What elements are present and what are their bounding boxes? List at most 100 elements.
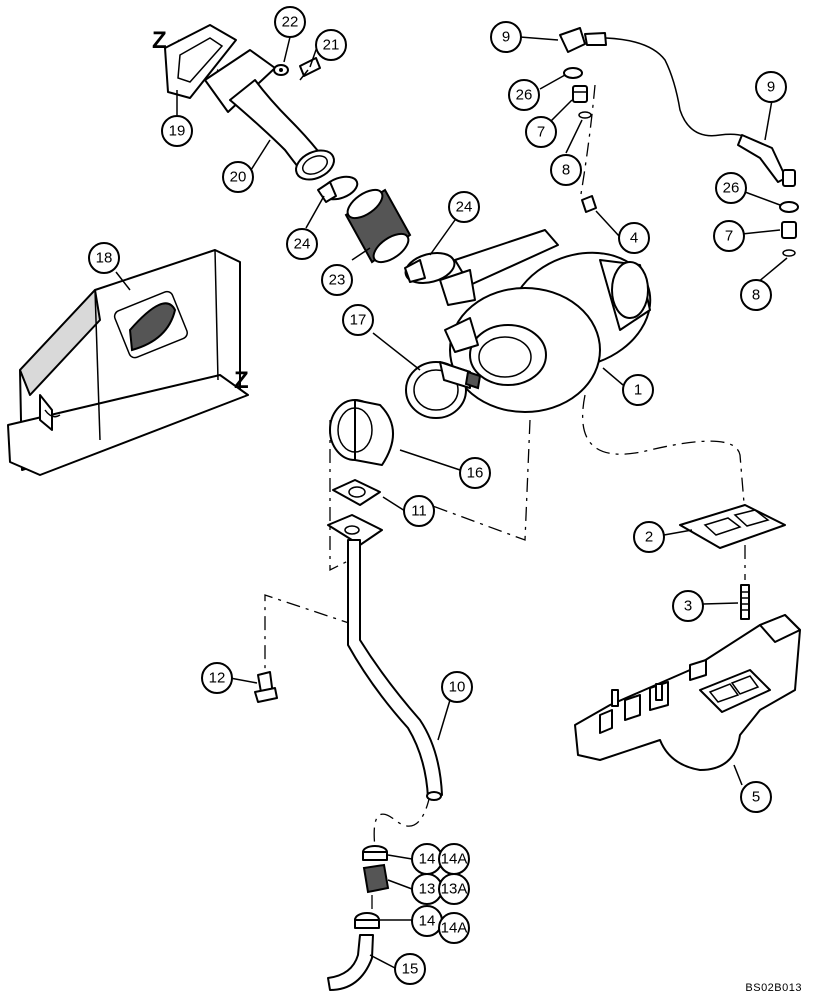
callout-24-right: 24: [448, 191, 480, 223]
vband-clamp-part: [405, 361, 482, 419]
svg-text:20: 20: [230, 169, 247, 186]
callout-9-left: 9: [490, 21, 522, 53]
fitting-7-right-part: [781, 221, 797, 239]
bolt-12-part: [254, 671, 278, 703]
callout-8-left: 8: [550, 154, 582, 186]
callout-16: 16: [459, 457, 491, 489]
section-marker-z-bottom: Z: [234, 367, 249, 394]
callout-14-lower: 14: [411, 905, 443, 937]
callout-18: 18: [88, 242, 120, 274]
oring-8-right-part: [782, 249, 796, 257]
callout-3: 3: [672, 590, 704, 622]
svg-text:26: 26: [516, 87, 533, 104]
svg-text:23: 23: [329, 272, 346, 289]
elbow-15-part: [327, 934, 374, 991]
svg-text:3: 3: [684, 598, 692, 615]
callout-9-right: 9: [755, 71, 787, 103]
callout-19: 19: [161, 115, 193, 147]
callout-1: 1: [622, 374, 654, 406]
callout-5: 5: [740, 781, 772, 813]
washer-26-right-part: [779, 201, 799, 213]
washer-26-left-part: [563, 67, 583, 79]
callout-15: 15: [394, 953, 426, 985]
callout-13: 13: [411, 873, 443, 905]
clamp-14-lower-part: [354, 912, 380, 929]
hose-23-part: [344, 188, 412, 264]
oring-8-left-part: [578, 111, 592, 119]
callout-7-left: 7: [525, 116, 557, 148]
section-marker-z-top: Z: [152, 27, 167, 54]
svg-text:14A: 14A: [441, 851, 468, 868]
svg-text:1: 1: [634, 382, 642, 399]
svg-text:14: 14: [419, 851, 436, 868]
svg-text:14: 14: [419, 913, 436, 930]
elbow-tube-part: [204, 49, 335, 181]
svg-text:5: 5: [752, 789, 760, 806]
callout-2: 2: [633, 521, 665, 553]
svg-text:7: 7: [537, 124, 545, 141]
svg-text:24: 24: [294, 236, 311, 253]
svg-text:7: 7: [725, 228, 733, 245]
callout-13A: 13A: [438, 873, 470, 905]
svg-text:10: 10: [449, 679, 466, 696]
svg-text:15: 15: [402, 961, 419, 978]
svg-text:17: 17: [350, 312, 367, 329]
gasket-19-part: [164, 24, 237, 99]
svg-text:8: 8: [562, 162, 570, 179]
callout-21: 21: [315, 29, 347, 61]
svg-text:22: 22: [282, 14, 299, 31]
callout-11: 11: [403, 495, 435, 527]
svg-text:21: 21: [323, 37, 340, 54]
svg-text:4: 4: [630, 230, 638, 247]
svg-text:9: 9: [767, 79, 775, 96]
clamp-24-upper-part: [317, 175, 359, 203]
sleeve-part: [329, 399, 394, 466]
svg-text:26: 26: [723, 180, 740, 197]
svg-text:18: 18: [96, 250, 113, 267]
svg-text:14A: 14A: [441, 920, 468, 937]
drawing-code: BS02B013: [745, 982, 802, 994]
callout-14A-upper: 14A: [438, 843, 470, 875]
fitting-4-part: [581, 195, 597, 213]
svg-text:12: 12: [209, 670, 226, 687]
callout-10: 10: [441, 671, 473, 703]
svg-text:16: 16: [467, 465, 484, 482]
callout-24-left: 24: [286, 228, 318, 260]
callout-20: 20: [222, 161, 254, 193]
aftercooler-part: [7, 249, 249, 476]
callout-26-left: 26: [508, 79, 540, 111]
callout-17: 17: [342, 304, 374, 336]
callout-26-right: 26: [715, 172, 747, 204]
callout-23: 23: [321, 264, 353, 296]
callout-7-right: 7: [713, 220, 745, 252]
drain-tube-part: [327, 514, 443, 801]
callout-12: 12: [201, 662, 233, 694]
callout-8-right: 8: [740, 279, 772, 311]
gasket-2-part: [679, 504, 786, 549]
svg-text:2: 2: [645, 529, 653, 546]
bolt-21-part: [299, 57, 321, 81]
washer-22-part: [273, 64, 289, 76]
stud-part: [740, 584, 750, 620]
oil-line-part: [559, 27, 796, 187]
turbocharger-part: [439, 229, 652, 413]
callout-4: 4: [618, 222, 650, 254]
fitting-7-left-part: [572, 85, 588, 103]
svg-text:13A: 13A: [441, 881, 468, 898]
callout-14A-lower: 14A: [438, 912, 470, 944]
gasket-11-part: [332, 479, 381, 506]
svg-text:11: 11: [411, 503, 427, 520]
clamp-14-upper-part: [362, 845, 388, 861]
callout-leaders: [115, 36, 788, 969]
hose-13-part: [362, 863, 390, 894]
exhaust-manifold-part: [574, 614, 801, 771]
svg-text:19: 19: [169, 123, 186, 140]
svg-text:9: 9: [502, 29, 510, 46]
callout-22: 22: [274, 6, 306, 38]
svg-text:8: 8: [752, 287, 760, 304]
clamp-24-lower-part: [404, 252, 456, 284]
callout-14-upper: 14: [411, 843, 443, 875]
svg-text:24: 24: [456, 199, 473, 216]
svg-text:13: 13: [419, 881, 436, 898]
